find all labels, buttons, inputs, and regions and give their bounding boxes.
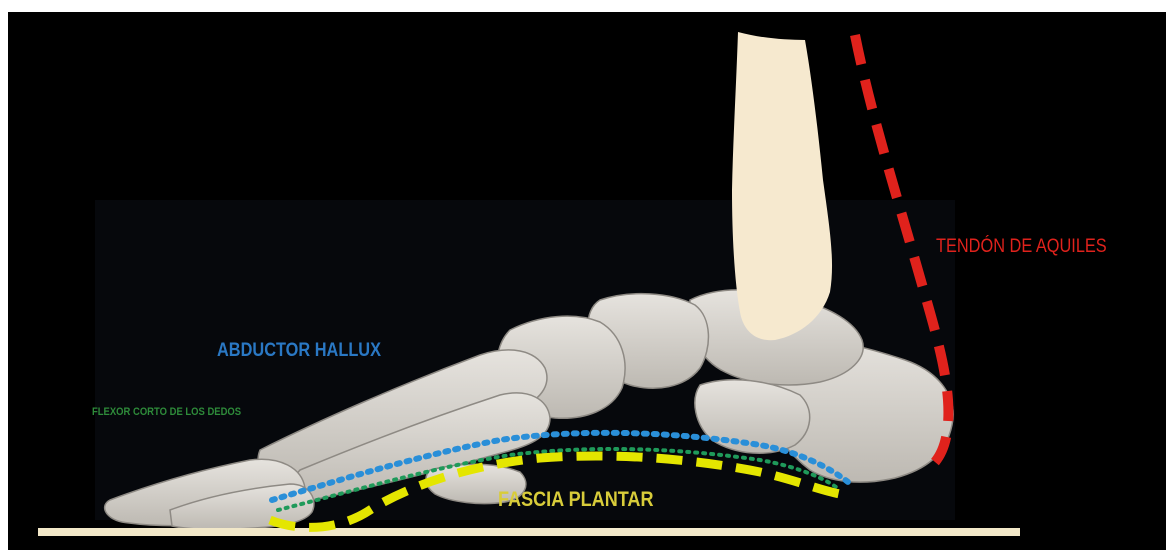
abductor-hallux-label: ABDUCTOR HALLUX <box>217 340 381 362</box>
flexor-corto-label: FLEXOR CORTO DE LOS DEDOS <box>92 406 241 418</box>
fascia-plantar-label: FASCIA PLANTAR <box>498 488 654 512</box>
achilles-tendon-label: TENDÓN DE AQUILES <box>936 236 1107 258</box>
ground-line <box>38 528 1020 536</box>
